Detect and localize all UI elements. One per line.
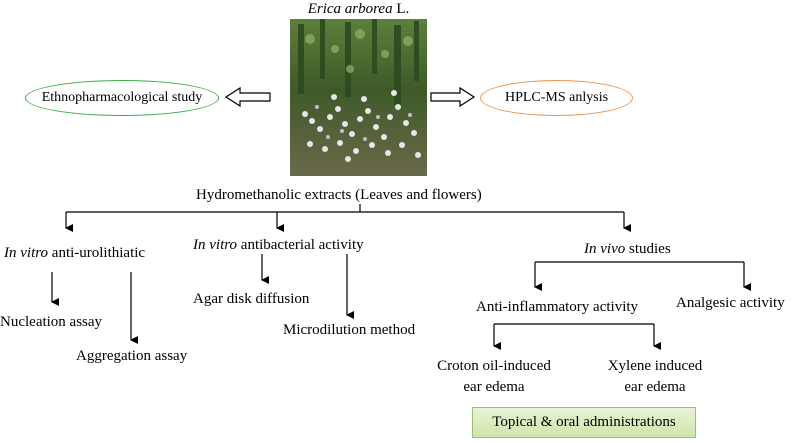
hollow-arrow-left (224, 86, 271, 108)
in-vivo-studies-label: In vivo studies (584, 241, 671, 257)
croton-oil-label: Croton oil-induced ear edema (437, 358, 551, 395)
hollow-arrow-right (430, 86, 476, 108)
hplc-ms-analysis-oval: HPLC-MS anlysis (480, 80, 633, 116)
topical-oral-administrations-box: Topical & oral administrations (472, 407, 696, 438)
agar-disk-diffusion-label: Agar disk diffusion (193, 291, 310, 307)
aggregation-assay-label: Aggregation assay (76, 348, 188, 364)
species-title: Erica arborea L. (307, 1, 410, 17)
in-vitro-antibacterial-label: In vitro antibacterial activity (193, 237, 364, 253)
nucleation-assay-label: Nucleation assay (0, 314, 103, 330)
in-vitro-anti-urolithiatic-label: In vitro anti-urolithiatic (4, 245, 146, 261)
extracts-label: Hydromethanolic extracts (Leaves and flo… (196, 187, 482, 203)
analgesic-label: Analgesic activity (676, 295, 785, 311)
microdilution-method-label: Microdilution method (283, 322, 416, 338)
xylene-label: Xylene induced ear edema (607, 358, 703, 395)
heather-plant-photo (290, 19, 427, 176)
ethnopharmacological-study-oval: Ethnopharmacological study (25, 80, 219, 116)
anti-inflammatory-label: Anti-inflammatory activity (476, 299, 639, 315)
